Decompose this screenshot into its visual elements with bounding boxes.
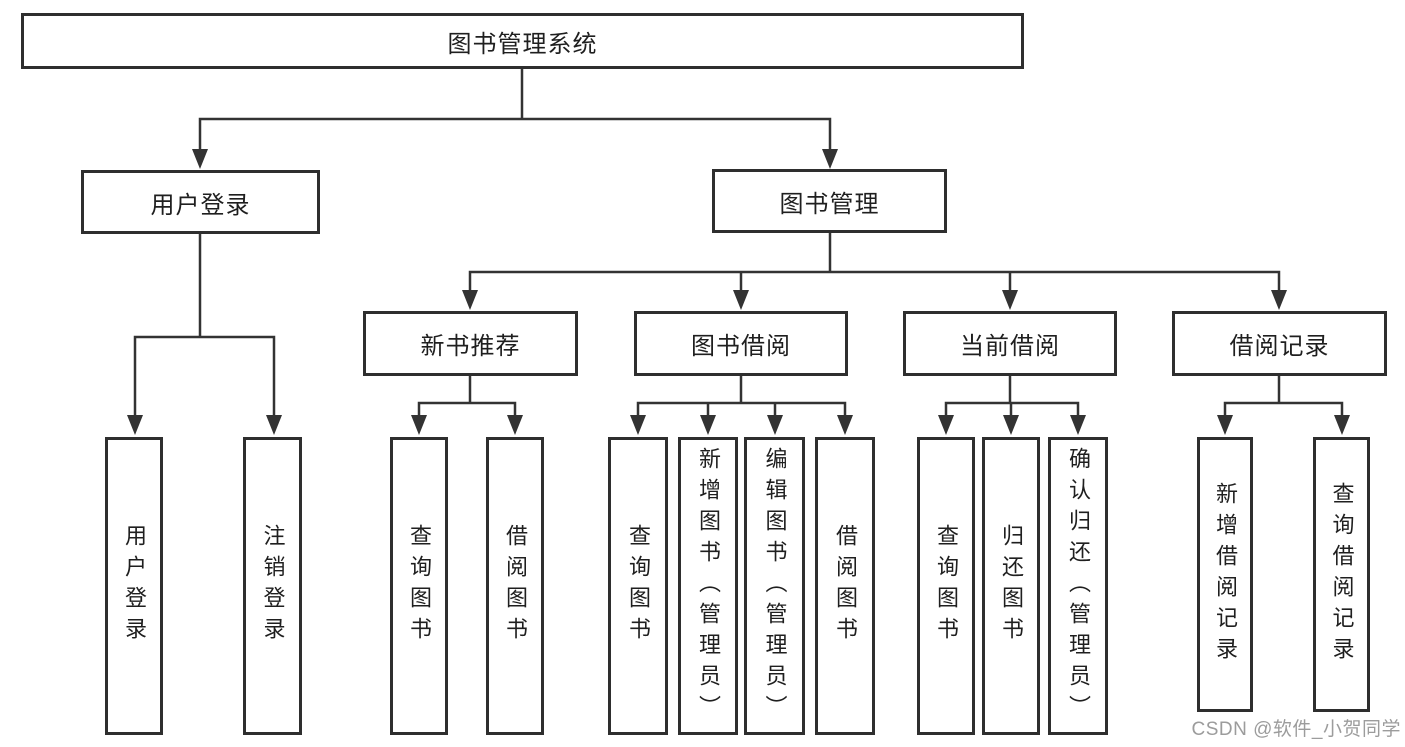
- node-borrowing-records: 借阅记录: [1172, 311, 1387, 376]
- node-label: 图书借阅: [691, 333, 791, 360]
- node-label: 用户登录: [150, 191, 251, 219]
- leaf-query-books-recommend: 查询图书: [390, 437, 448, 735]
- leaf-label: 注销登录: [260, 524, 286, 648]
- node-new-book-recommend: 新书推荐: [363, 311, 578, 376]
- leaf-return-book: 归还图书: [982, 437, 1040, 735]
- leaf-borrow-books-recommend: 借阅图书: [486, 437, 544, 735]
- leaf-label: 查询借阅记录: [1329, 481, 1355, 668]
- leaf-add-borrow-record: 新增借阅记录: [1197, 437, 1253, 712]
- leaf-query-books-current: 查询图书: [917, 437, 975, 735]
- watermark-text: CSDN @软件_小贺同学: [1191, 719, 1401, 740]
- leaf-label: 确认归还（管理员）: [1066, 446, 1091, 726]
- leaf-label: 新增图书（管理员）: [696, 446, 721, 726]
- node-book-borrowing: 图书借阅: [634, 311, 848, 376]
- leaf-label: 借阅图书: [833, 524, 858, 648]
- leaf-label: 用户登录: [122, 524, 147, 648]
- node-label: 借阅记录: [1229, 333, 1330, 360]
- node-current-borrowing: 当前借阅: [903, 311, 1117, 376]
- leaf-label: 归还图书: [999, 524, 1024, 648]
- node-library-system: 图书管理系统: [21, 13, 1024, 69]
- node-user-login-branch: 用户登录: [81, 170, 320, 234]
- leaf-add-book-admin: 新增图书（管理员）: [678, 437, 738, 735]
- leaf-label: 查询图书: [626, 524, 651, 648]
- leaf-query-borrow-record: 查询借阅记录: [1313, 437, 1370, 712]
- leaf-borrow-books: 借阅图书: [815, 437, 875, 735]
- connector-wires-path: [133, 67, 1344, 420]
- arrowhead-icon: [127, 149, 1350, 435]
- node-label: 新书推荐: [420, 333, 521, 360]
- leaf-label: 编辑图书（管理员）: [762, 446, 788, 726]
- leaf-label: 新增借阅记录: [1213, 481, 1238, 668]
- leaf-label: 查询图书: [934, 524, 959, 648]
- node-label: 图书管理: [779, 190, 880, 218]
- leaf-user-login: 用户登录: [105, 437, 163, 735]
- leaf-logout: 注销登录: [243, 437, 302, 735]
- leaf-query-books-borrowing: 查询图书: [608, 437, 668, 735]
- node-label: 图书管理系统: [447, 30, 598, 58]
- node-label: 当前借阅: [960, 333, 1060, 360]
- leaf-label: 查询图书: [407, 524, 432, 648]
- leaf-confirm-return-admin: 确认归还（管理员）: [1048, 437, 1108, 735]
- leaf-label: 借阅图书: [503, 524, 528, 648]
- leaf-edit-book-admin: 编辑图书（管理员）: [744, 437, 805, 735]
- node-book-management: 图书管理: [712, 169, 947, 233]
